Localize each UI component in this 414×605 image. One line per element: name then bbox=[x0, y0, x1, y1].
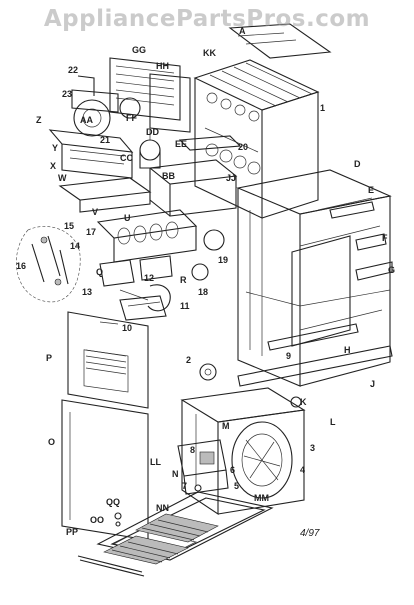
top-panel-a bbox=[228, 23, 332, 59]
label-9: 9 bbox=[286, 351, 292, 361]
label-hh: HH bbox=[156, 61, 169, 71]
watermark: AppliancePartsPros.com bbox=[43, 6, 371, 32]
label-ll: LL bbox=[150, 457, 161, 467]
blower-housing-m bbox=[180, 387, 306, 516]
label-18: 18 bbox=[198, 287, 209, 297]
label-19: 19 bbox=[218, 255, 229, 265]
label-pp: PP bbox=[66, 527, 79, 537]
cabinet-jj bbox=[236, 169, 392, 387]
label-10: 10 bbox=[122, 323, 133, 333]
label-4: 4 bbox=[300, 465, 306, 475]
label-21: 21 bbox=[100, 135, 111, 145]
label-22: 22 bbox=[68, 65, 79, 75]
label-3: 3 bbox=[310, 443, 316, 453]
label-cc: CC bbox=[120, 153, 133, 163]
label-w: W bbox=[58, 173, 67, 183]
label-gg: GG bbox=[132, 45, 147, 55]
burner-assembly-u bbox=[96, 209, 198, 263]
heat-exchanger-kk bbox=[193, 59, 320, 219]
front-panel-p bbox=[67, 311, 149, 409]
label-16: 16 bbox=[16, 261, 27, 271]
label-20: 20 bbox=[238, 142, 249, 152]
label-qq: QQ bbox=[106, 497, 121, 507]
filter-media-oo bbox=[103, 535, 189, 565]
label-7: 7 bbox=[182, 481, 188, 491]
label-h: H bbox=[344, 345, 351, 355]
screw-qq bbox=[114, 512, 122, 527]
label-dd: DD bbox=[146, 127, 159, 137]
label-j: J bbox=[370, 379, 376, 389]
label-l: L bbox=[330, 417, 336, 427]
label-6: 6 bbox=[230, 465, 236, 475]
label-15: 15 bbox=[64, 221, 75, 231]
label-ff: FF bbox=[126, 113, 137, 123]
label-e: E bbox=[368, 185, 375, 195]
control-bracket-y bbox=[48, 129, 134, 179]
label-a: A bbox=[239, 26, 246, 36]
label-m: M bbox=[222, 421, 230, 431]
inducer-blower-aa bbox=[71, 75, 141, 137]
label-14: 14 bbox=[70, 241, 81, 251]
label-2a: 2 bbox=[186, 355, 192, 365]
wire-harness-15 bbox=[16, 226, 81, 303]
label-12: 12 bbox=[144, 273, 155, 283]
label-1: 1 bbox=[320, 103, 326, 113]
label-o: O bbox=[48, 437, 56, 447]
label-u: U bbox=[124, 213, 131, 223]
label-bb: BB bbox=[162, 171, 175, 181]
label-v: V bbox=[92, 207, 99, 217]
label-p: P bbox=[46, 353, 53, 363]
filter-media-nn bbox=[135, 513, 219, 543]
label-kk: KK bbox=[203, 48, 216, 58]
label-17: 17 bbox=[86, 227, 97, 237]
label-x: X bbox=[50, 161, 57, 171]
date-code: 4/97 bbox=[300, 528, 320, 539]
label-ee: EE bbox=[175, 139, 188, 149]
label-oo: OO bbox=[90, 515, 105, 525]
label-k: K bbox=[300, 397, 307, 407]
lower-panel-o bbox=[61, 399, 149, 541]
label-d: D bbox=[354, 159, 361, 169]
label-23: 23 bbox=[62, 89, 73, 99]
grommet-2 bbox=[199, 363, 302, 408]
filter-rod-pp bbox=[77, 555, 145, 577]
label-13: 13 bbox=[82, 287, 93, 297]
burner-box-bb bbox=[148, 135, 242, 217]
label-r: R bbox=[180, 275, 187, 285]
label-5: 5 bbox=[234, 481, 240, 491]
rails-e-f-g-h-j bbox=[237, 201, 393, 387]
label-z: Z bbox=[36, 115, 42, 125]
label-n: N bbox=[172, 469, 179, 479]
label-11: 11 bbox=[180, 301, 190, 311]
label-aa: AA bbox=[80, 115, 93, 125]
label-q: Q bbox=[96, 267, 104, 277]
ignition-parts-12 bbox=[99, 229, 225, 312]
label-8: 8 bbox=[190, 445, 196, 455]
flame-sensor-11 bbox=[119, 295, 167, 321]
label-nn: NN bbox=[156, 503, 169, 513]
vent-cover-hh bbox=[109, 57, 191, 133]
panel-bracket-w bbox=[58, 177, 152, 213]
label-mm: MM bbox=[254, 493, 269, 503]
label-jj: JJ bbox=[226, 173, 237, 183]
label-y: Y bbox=[52, 143, 59, 153]
label-g: G bbox=[388, 265, 396, 275]
control-box-ll bbox=[177, 439, 229, 495]
label-f: F bbox=[382, 233, 388, 243]
